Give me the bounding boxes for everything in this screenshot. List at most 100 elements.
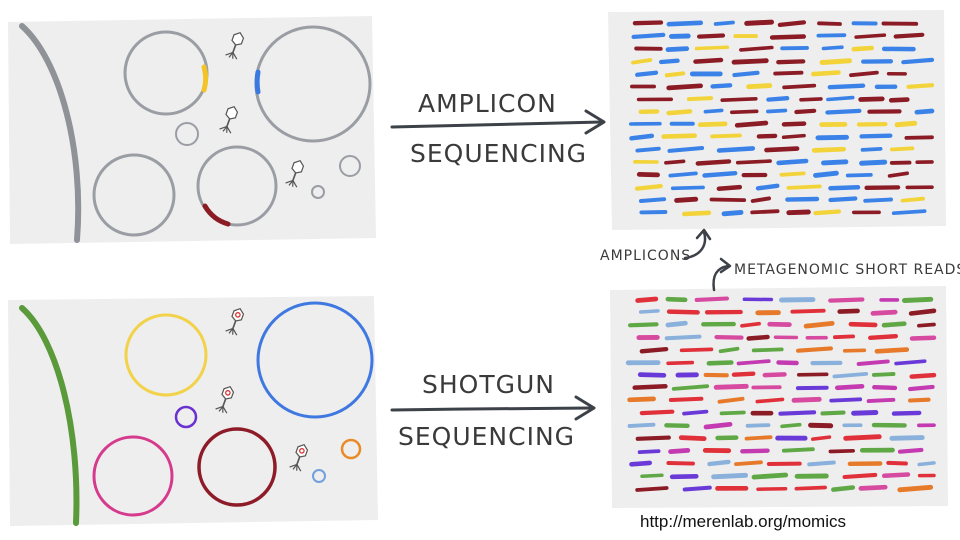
read <box>669 473 699 480</box>
read <box>849 70 879 78</box>
read <box>694 45 730 51</box>
read <box>828 196 858 203</box>
microbial-cell <box>196 145 278 227</box>
read <box>908 308 937 316</box>
read <box>808 422 834 429</box>
read <box>631 58 653 65</box>
read <box>856 359 890 366</box>
read <box>828 297 865 303</box>
read <box>851 410 879 416</box>
read <box>810 70 841 77</box>
read <box>782 83 817 90</box>
read <box>632 384 668 390</box>
read <box>871 372 896 377</box>
amplicon-arrow <box>390 109 606 135</box>
gene-marker <box>202 203 231 227</box>
read <box>897 484 934 493</box>
read <box>909 372 937 379</box>
read <box>664 71 686 78</box>
read <box>735 159 772 165</box>
read <box>639 409 675 416</box>
read <box>858 96 885 102</box>
read <box>740 448 770 454</box>
microbial-cell <box>256 301 374 419</box>
read <box>834 383 865 391</box>
phage-icon <box>285 160 305 188</box>
read <box>695 159 732 166</box>
read <box>702 170 738 178</box>
read <box>780 422 802 429</box>
read <box>776 158 809 166</box>
read <box>637 449 661 455</box>
read <box>636 172 660 178</box>
read <box>842 472 878 480</box>
read <box>666 309 700 315</box>
read <box>664 334 702 341</box>
read <box>693 57 724 64</box>
read <box>629 460 653 467</box>
phage-icon <box>225 308 245 336</box>
read <box>750 209 780 215</box>
read <box>697 121 728 128</box>
host-surface-shotgun <box>19 305 80 526</box>
read <box>901 296 934 303</box>
read <box>854 33 887 39</box>
read <box>813 170 839 178</box>
read <box>732 70 760 78</box>
read <box>755 183 780 191</box>
read <box>713 383 749 390</box>
read <box>666 360 695 366</box>
read <box>791 396 822 403</box>
read <box>637 372 667 378</box>
read <box>714 335 744 340</box>
read <box>778 410 817 416</box>
read <box>917 461 936 467</box>
read <box>710 83 733 89</box>
read <box>764 146 800 153</box>
read <box>703 421 733 430</box>
read <box>842 348 867 353</box>
read <box>803 320 835 329</box>
read <box>709 197 747 203</box>
read <box>729 109 759 115</box>
read <box>820 410 846 416</box>
phage-icon <box>219 106 239 134</box>
metagenomic-note-arrow <box>712 264 730 292</box>
read <box>794 485 827 491</box>
microbial-cell <box>339 155 361 177</box>
read <box>720 97 758 102</box>
read <box>627 422 656 428</box>
read <box>848 321 878 328</box>
microbial-cell <box>311 185 325 199</box>
gene-marker <box>254 69 261 95</box>
read <box>665 296 688 303</box>
read <box>845 173 873 178</box>
shotgun-sample-panel <box>8 296 378 526</box>
amplicons-note: AMPLICONS <box>600 248 691 264</box>
read <box>829 397 863 403</box>
read <box>917 322 936 328</box>
read <box>781 133 806 140</box>
phage-icon <box>225 32 245 60</box>
read <box>779 171 806 177</box>
amplicon-label-line2: SEQUENCING <box>410 139 587 168</box>
read <box>889 435 925 441</box>
gene-marker <box>201 64 209 93</box>
read <box>746 334 770 341</box>
read <box>670 185 705 191</box>
microbial-cell <box>175 122 199 146</box>
read <box>744 435 773 441</box>
read <box>679 347 714 353</box>
read <box>821 159 849 166</box>
read <box>696 33 726 39</box>
read <box>900 196 925 203</box>
read <box>914 108 935 115</box>
read <box>632 20 664 26</box>
read <box>668 447 691 455</box>
amplicon-sample-panel <box>8 16 376 244</box>
read <box>859 133 893 139</box>
read <box>766 108 788 114</box>
read <box>658 58 680 65</box>
read <box>713 20 735 26</box>
